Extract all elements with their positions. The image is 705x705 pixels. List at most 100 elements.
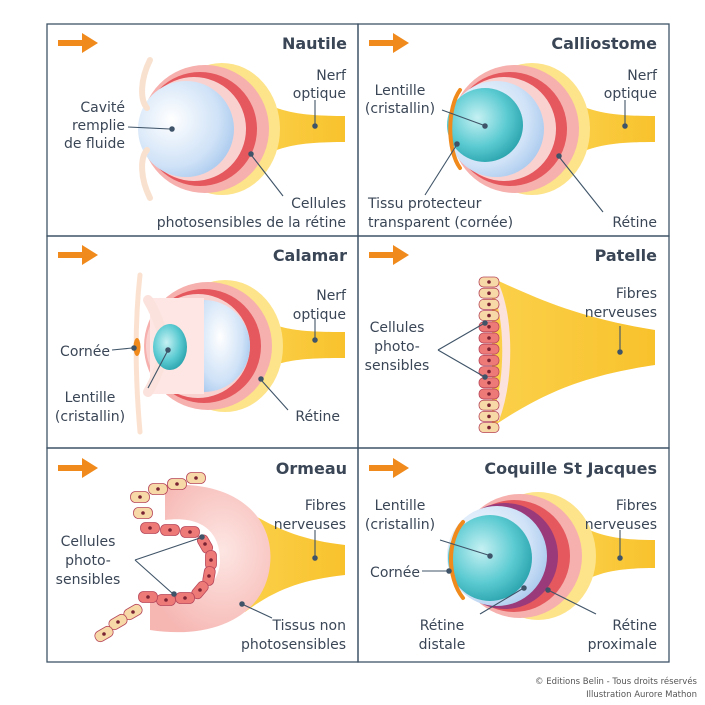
label-cells-line1: Cellules (291, 196, 346, 212)
label-cells-line3: sensibles (365, 358, 430, 374)
cell-nucleus (487, 403, 491, 408)
cornea (133, 338, 141, 356)
cell-nucleus (175, 482, 179, 486)
cell-nucleus (116, 620, 120, 624)
cell-nucleus (168, 528, 172, 532)
label-fibers-line2: nerveuses (585, 517, 657, 533)
panel-title-calliostome: Calliostome (551, 34, 657, 53)
nerve-fibers (245, 510, 345, 612)
light-arrow-icon (58, 458, 98, 478)
cell-nucleus (207, 574, 211, 578)
label-nerve-line1: Nerf (627, 68, 658, 84)
label-cells-line3: sensibles (56, 572, 121, 588)
label-nerve-line1: Nerf (316, 288, 347, 304)
cell-nucleus (487, 414, 491, 419)
nerve-fibers (492, 278, 655, 427)
label-nerve-line2: optique (293, 86, 346, 102)
panel-title-nautile: Nautile (282, 34, 347, 53)
label-distal-line2: distale (419, 637, 466, 653)
label-cells-line2: photo- (65, 553, 111, 569)
cell-nucleus (487, 280, 491, 284)
cell-nucleus (102, 632, 106, 636)
label-nerve-line1: Nerf (316, 68, 347, 84)
panel-calliostome: Calliostome Lentille (cristallin) Nerf o… (365, 33, 658, 231)
label-fibers-line1: Fibres (616, 498, 657, 514)
label-retina: Rétine (295, 409, 340, 425)
panel-grid (46, 23, 670, 663)
cell-nucleus (209, 558, 213, 562)
cell-nucleus (148, 526, 152, 530)
cell-nucleus (487, 347, 491, 352)
cell-nucleus (131, 610, 135, 614)
cell-nucleus (156, 487, 160, 491)
label-distal-line1: Rétine (420, 618, 465, 634)
label-tissue-line2: photosensibles (241, 637, 346, 653)
vitreous-body (204, 300, 250, 392)
cell-nucleus (487, 381, 491, 385)
label-proximal-line2: proximale (588, 637, 657, 653)
panel-patelle: Patelle Cellules photo- sensibles Fibres… (365, 245, 658, 434)
light-arrow-icon (58, 245, 98, 265)
cell-nucleus (487, 313, 491, 318)
label-cornea: Cornée (60, 344, 110, 360)
cell-nucleus (203, 542, 207, 546)
cell-nucleus (487, 291, 491, 296)
cell-nucleus (487, 425, 491, 430)
panel-title-patelle: Patelle (595, 246, 658, 265)
light-arrow-icon (369, 33, 409, 53)
label-lens-line2: (cristallin) (55, 409, 125, 425)
label-proximal-line1: Rétine (612, 618, 657, 634)
copyright-text: © Editions Belin - Tous droits réservés (535, 676, 698, 687)
cell-nucleus (487, 336, 491, 340)
label-lens-line2: (cristallin) (365, 517, 435, 533)
fluid-cavity (138, 81, 234, 177)
label-retina: Rétine (612, 215, 657, 231)
label-cells-line1: Cellules (370, 320, 425, 336)
protective-tissue (448, 88, 462, 170)
label-cells-line2: photosensibles de la rétine (157, 215, 346, 231)
cell-nucleus (183, 596, 187, 600)
panel-title-calamar: Calamar (273, 246, 347, 265)
label-cells-line2: photo- (374, 339, 420, 355)
panel-title-coquille: Coquille St Jacques (484, 459, 657, 478)
label-fibers-line2: nerveuses (274, 517, 346, 533)
label-tissue-line1: Tissus non (271, 618, 346, 634)
light-arrow-icon (369, 458, 409, 478)
label-cavity-line1: Cavité (80, 100, 125, 116)
panel-calamar: Calamar Cornée Lentille (cristallin) Ner… (55, 245, 347, 435)
cell-nucleus (138, 495, 142, 499)
panel-coquille: Coquille St Jacques Lentille (cristallin… (365, 458, 657, 653)
photosensitive-cell-chain (94, 472, 217, 643)
label-cavity-line2: remplie (72, 118, 125, 134)
panel-title-ormeau: Ormeau (276, 459, 347, 478)
light-arrow-icon (58, 33, 98, 53)
light-arrow-icon (369, 245, 409, 265)
cell-nucleus (487, 302, 491, 307)
cell-nucleus (164, 598, 168, 602)
cell-nucleus (198, 588, 202, 592)
cell-nucleus (487, 325, 491, 329)
label-lens-line1: Lentille (375, 498, 426, 514)
photosensitive-cell-column (478, 276, 500, 434)
non-photosensitive-tissue (150, 484, 271, 633)
label-cavity-line3: de fluide (64, 136, 125, 152)
label-fibers-line1: Fibres (616, 286, 657, 302)
label-cells-line1: Cellules (61, 534, 116, 550)
cell-nucleus (188, 530, 192, 534)
cell-nucleus (141, 511, 145, 515)
label-lens-line2: (cristallin) (365, 101, 435, 117)
label-cornea: Cornée (370, 565, 420, 581)
cell-nucleus (487, 392, 491, 396)
label-fibers-line1: Fibres (305, 498, 346, 514)
lens (153, 324, 187, 370)
cornea (449, 520, 465, 600)
panel-ormeau: Ormeau Cellules photo- sensibles Fibres … (56, 458, 347, 653)
label-nerve-line2: optique (604, 86, 657, 102)
label-lens-line1: Lentille (65, 390, 116, 406)
panel-nautile: Nautile Cavité remplie de fluide Nerf op… (58, 33, 347, 231)
cell-nucleus (487, 358, 491, 363)
label-fibers-line2: nerveuses (585, 305, 657, 321)
label-tissue-line1: Tissu protecteur (367, 196, 482, 212)
label-lens-line1: Lentille (375, 83, 426, 99)
